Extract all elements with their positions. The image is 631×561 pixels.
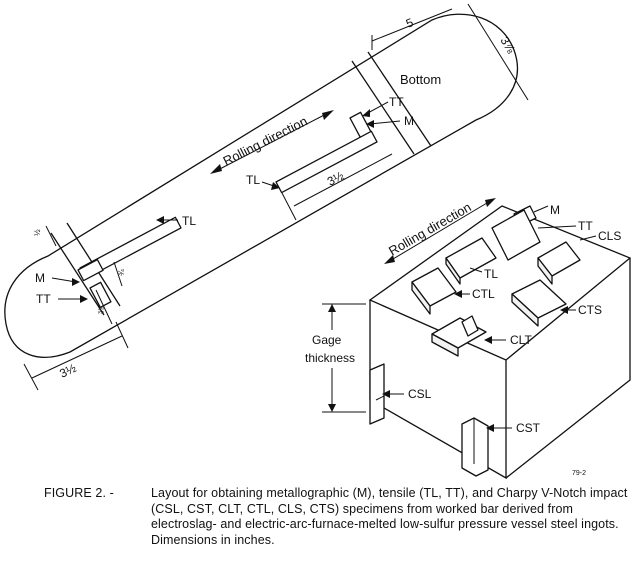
dimension-5-label: 5 bbox=[404, 15, 416, 31]
caption-label: FIGURE 2. - bbox=[44, 486, 114, 500]
dimension-line bbox=[31, 335, 123, 379]
dimension-line bbox=[467, 3, 529, 101]
cts-specimen bbox=[511, 279, 567, 319]
left-m-label: M bbox=[35, 271, 45, 285]
caption-text: Layout for obtaining metallographic (M),… bbox=[151, 486, 628, 547]
bar-cut-line bbox=[351, 60, 415, 155]
ingot-csl-label: CSL bbox=[408, 387, 432, 401]
tt-specimen bbox=[89, 281, 112, 309]
ingot-cls-label: CLS bbox=[598, 229, 621, 243]
left-tl-label: TL bbox=[182, 214, 196, 228]
ingot-right-face bbox=[505, 258, 631, 479]
dimension-small-b: ¾ bbox=[117, 269, 126, 276]
left-tt-label: TT bbox=[36, 292, 51, 306]
ingot-tt-label: TT bbox=[578, 219, 593, 233]
csl-specimen bbox=[369, 363, 385, 425]
plate-number: 79-2 bbox=[572, 470, 587, 477]
left-length-label: 3½ bbox=[57, 361, 78, 381]
ingot-front-face bbox=[369, 300, 507, 480]
rolling-direction-arrow bbox=[213, 111, 331, 173]
ingot-m-label: M bbox=[550, 203, 560, 217]
dimension-line bbox=[371, 8, 453, 42]
m-specimen bbox=[77, 259, 104, 282]
gage-label: Gage bbox=[312, 333, 342, 347]
rolling-direction-arrow bbox=[387, 199, 493, 263]
figure-drawing: 5 3⅞ Bottom Rolling direction TT M TL 3½… bbox=[4, 3, 631, 480]
ingot-cts-label: CTS bbox=[578, 303, 602, 317]
ctl-specimen bbox=[411, 267, 457, 307]
thickness-label: thickness bbox=[305, 351, 355, 365]
ingot-clt-label: CLT bbox=[510, 333, 532, 347]
ingot-block-drawing: Rolling direction M TT TL CLS CTL CTS bbox=[305, 198, 631, 480]
bottom-label: Bottom bbox=[400, 72, 441, 87]
ingot-tl-label: TL bbox=[484, 267, 498, 281]
ingot-ctl-label: CTL bbox=[472, 287, 495, 301]
ingot-cst-label: CST bbox=[516, 421, 541, 435]
bar-cut-line bbox=[50, 232, 105, 316]
bar-outline bbox=[4, 13, 519, 358]
dimension-line bbox=[293, 153, 393, 207]
tt-specimen bbox=[491, 209, 541, 261]
tl-specimen bbox=[275, 130, 378, 194]
bar-cut-line bbox=[367, 51, 432, 147]
dimension-small-a: ½ bbox=[33, 229, 42, 236]
top-tl-label: TL bbox=[246, 173, 260, 187]
cst-specimen bbox=[461, 417, 489, 477]
top-tl-length-label: 3½ bbox=[325, 168, 346, 188]
top-tt-label: TT bbox=[389, 95, 404, 109]
dimension-small-c: ¾ bbox=[97, 307, 106, 314]
top-m-label: M bbox=[404, 114, 414, 128]
